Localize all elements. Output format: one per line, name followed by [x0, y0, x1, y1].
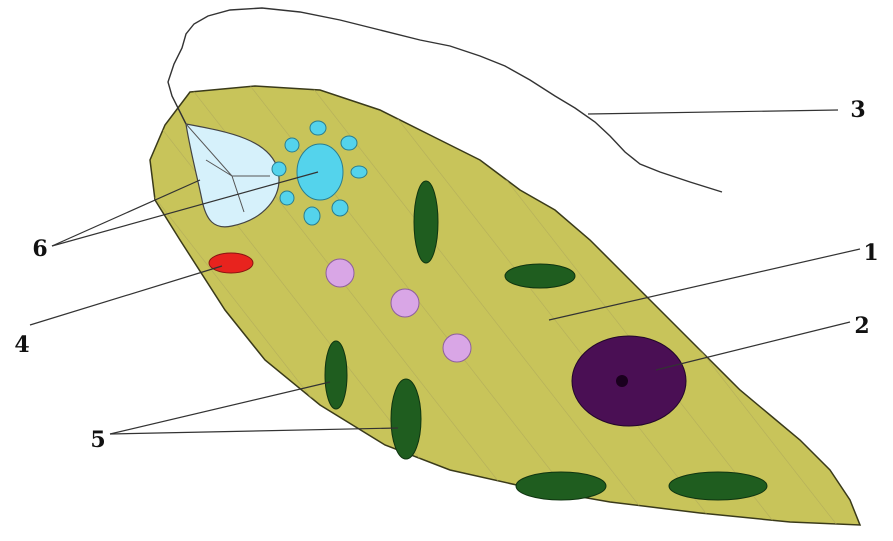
vacuole	[326, 259, 354, 287]
chloroplast	[391, 379, 421, 459]
satellite-vesicle	[280, 191, 294, 205]
chloroplast	[505, 264, 575, 288]
label-6: 6	[32, 236, 47, 262]
nucleus-icon	[572, 336, 686, 426]
leader-line-5a	[110, 382, 330, 434]
satellite-vesicle	[332, 200, 348, 216]
leader-line-5b	[110, 428, 398, 434]
vacuole	[391, 289, 419, 317]
vacuole	[443, 334, 471, 362]
chloroplast	[325, 341, 347, 409]
label-5: 5	[90, 427, 105, 453]
chloroplast	[414, 181, 438, 263]
satellite-vesicle	[351, 166, 367, 178]
satellite-vesicle	[272, 162, 286, 176]
leader-line-4	[30, 266, 222, 325]
label-1: 1	[863, 240, 878, 266]
satellite-vesicle	[304, 207, 320, 225]
contractile-vacuole-central	[297, 144, 343, 200]
chloroplast	[516, 472, 606, 500]
label-4: 4	[14, 332, 29, 358]
eyespot-icon	[209, 253, 253, 273]
leader-line-3	[588, 110, 838, 114]
satellite-vesicle	[310, 121, 326, 135]
satellite-vesicle	[285, 138, 299, 152]
label-2: 2	[854, 313, 869, 339]
satellite-vesicle	[341, 136, 357, 150]
nucleolus	[616, 375, 628, 387]
chloroplast	[669, 472, 767, 500]
label-3: 3	[850, 97, 865, 123]
